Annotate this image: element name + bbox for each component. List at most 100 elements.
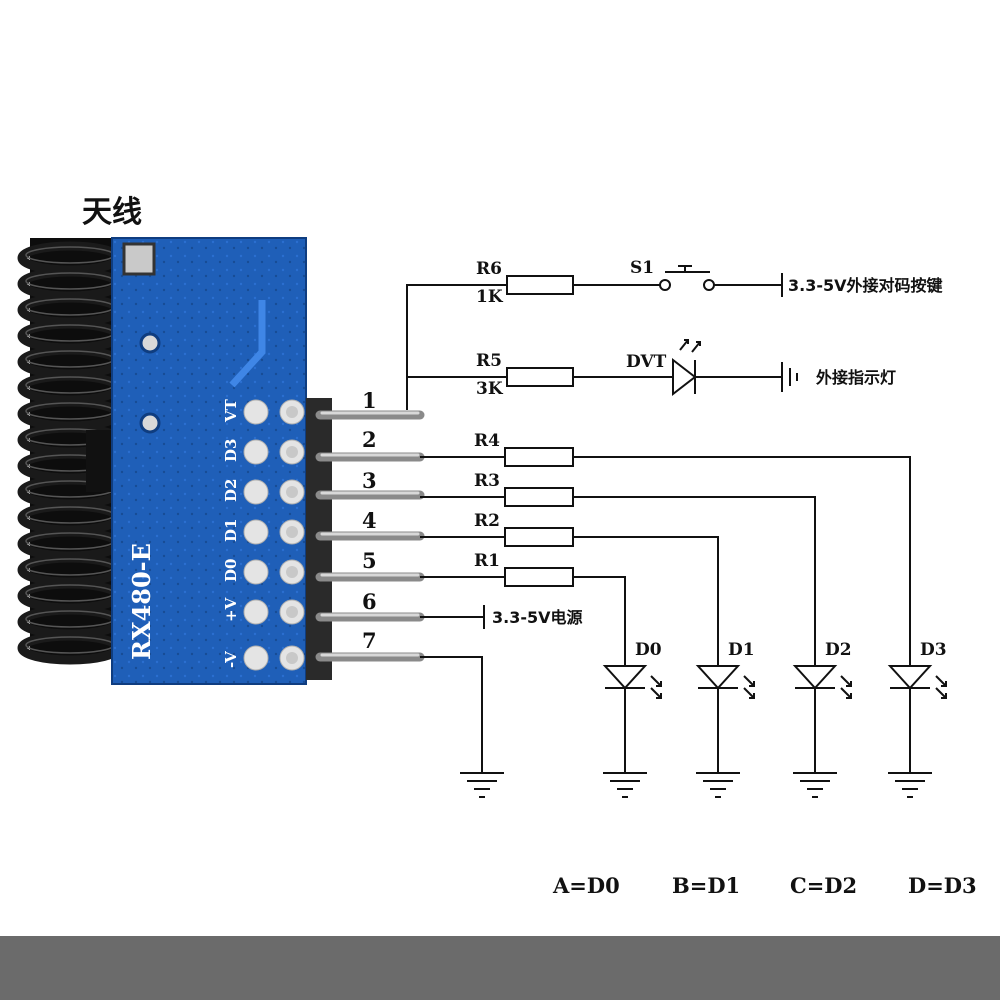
pin-pad [243,645,269,671]
pin-number: 1 [362,388,377,413]
power-desc: 3.3-5V电源 [492,608,583,627]
module-pin-label: VT [222,398,240,423]
r3-name: R3 [474,471,500,491]
resistor-r2 [504,527,574,547]
module-board [111,237,307,685]
led-feed-wire [573,456,911,666]
pin-pad-inner [286,406,298,418]
led-arrows [650,675,662,699]
mapping-item: A=D0 [552,873,620,898]
module-pin-label: D1 [222,519,240,542]
pin-pad [243,519,269,545]
module-pin-label: D3 [222,439,240,462]
pin-pad-inner [286,486,298,498]
board-hole-mid [139,412,161,434]
r2-name: R2 [474,511,500,531]
module-label: RX480-E [127,543,156,660]
mapping-item: D=D3 [908,873,977,898]
module-pin-label: -V [222,651,240,668]
led-label: D2 [825,640,852,660]
led-feed-wire [573,496,816,666]
pin1-circuit: R6 1K S1 3.3-5V外接对码按键 R5 3K DVT 外接指示灯 [406,258,943,410]
module-pin-label: +V [222,597,240,622]
r1-name: R1 [474,551,500,571]
r6-value: 1K [476,287,504,307]
led-feed-wire [573,536,719,666]
antenna-coil [17,238,123,665]
indicator-led-arrows [679,339,701,353]
pin-pad [243,599,269,625]
resistor-r5 [506,367,574,387]
module-pin-label: D0 [222,559,240,582]
led-symbol [792,665,838,690]
pin-number: 3 [362,468,377,493]
pin-pad-inner [286,566,298,578]
ground-symbol [603,772,647,798]
board-trace [229,300,266,388]
switch-contact-left [659,279,671,291]
antenna-label: 天线 [82,195,142,230]
r4-name: R4 [474,431,500,451]
switch-desc: 3.3-5V外接对码按键 [788,276,943,295]
pin-pad-inner [286,446,298,458]
switch-label: S1 [630,258,654,278]
led-label: D3 [920,640,947,660]
led-symbol [602,665,648,690]
indicator-led-symbol [672,357,697,397]
pin-pad-inner [286,526,298,538]
indicator-desc: 外接指示灯 [815,368,896,387]
antenna-dark-patch [86,430,112,492]
ground-symbols [460,772,932,798]
r6-name: R6 [476,259,502,279]
led-arrows [935,675,947,699]
pin-numbers: 1 2 3 4 5 6 7 [362,388,377,653]
pin-number: 7 [362,628,377,653]
switch-out-wire [714,273,783,297]
indicator-label: DVT [626,352,667,372]
switch-plunger [665,265,710,273]
resistor-r4 [504,447,574,467]
r5-value: 3K [476,379,504,399]
ground-symbol [888,772,932,798]
mapping-item: B=D1 [672,873,740,898]
module-pin-label: D2 [222,479,240,502]
board-hole-top [139,332,161,354]
header-pins [315,410,425,662]
pin-pad [243,479,269,505]
r5-name: R5 [476,351,502,371]
led-label: D0 [635,640,662,660]
led-symbol [695,665,741,690]
resistor-r1 [504,567,574,587]
pin-number: 2 [362,427,377,452]
pin-number: 6 [362,589,377,614]
switch-contact-right [703,279,715,291]
pin1-bus-wire [406,284,507,410]
led-arrows [743,675,755,699]
antenna-pad [122,242,156,276]
pin-number: 5 [362,548,377,573]
pin-pad [243,439,269,465]
pin-pad [243,399,269,425]
led-label: D1 [728,640,755,660]
led-symbol [887,665,933,690]
led-arrows [840,675,852,699]
power-ground: 3.3-5V电源 [420,605,583,773]
resistor-r6 [506,275,574,295]
ground-symbol [793,772,837,798]
power-wire [420,605,485,629]
ground-symbol [460,772,504,798]
pin-number: 4 [362,508,377,533]
ground-symbol [696,772,740,798]
resistor-r3 [504,487,574,507]
bottom-bar [0,936,1000,1000]
pin-pad-inner [286,606,298,618]
indicator-out-wire [695,362,798,392]
ground-wire [420,656,483,773]
led-feed-wire [573,576,626,666]
pin-pad [243,559,269,585]
